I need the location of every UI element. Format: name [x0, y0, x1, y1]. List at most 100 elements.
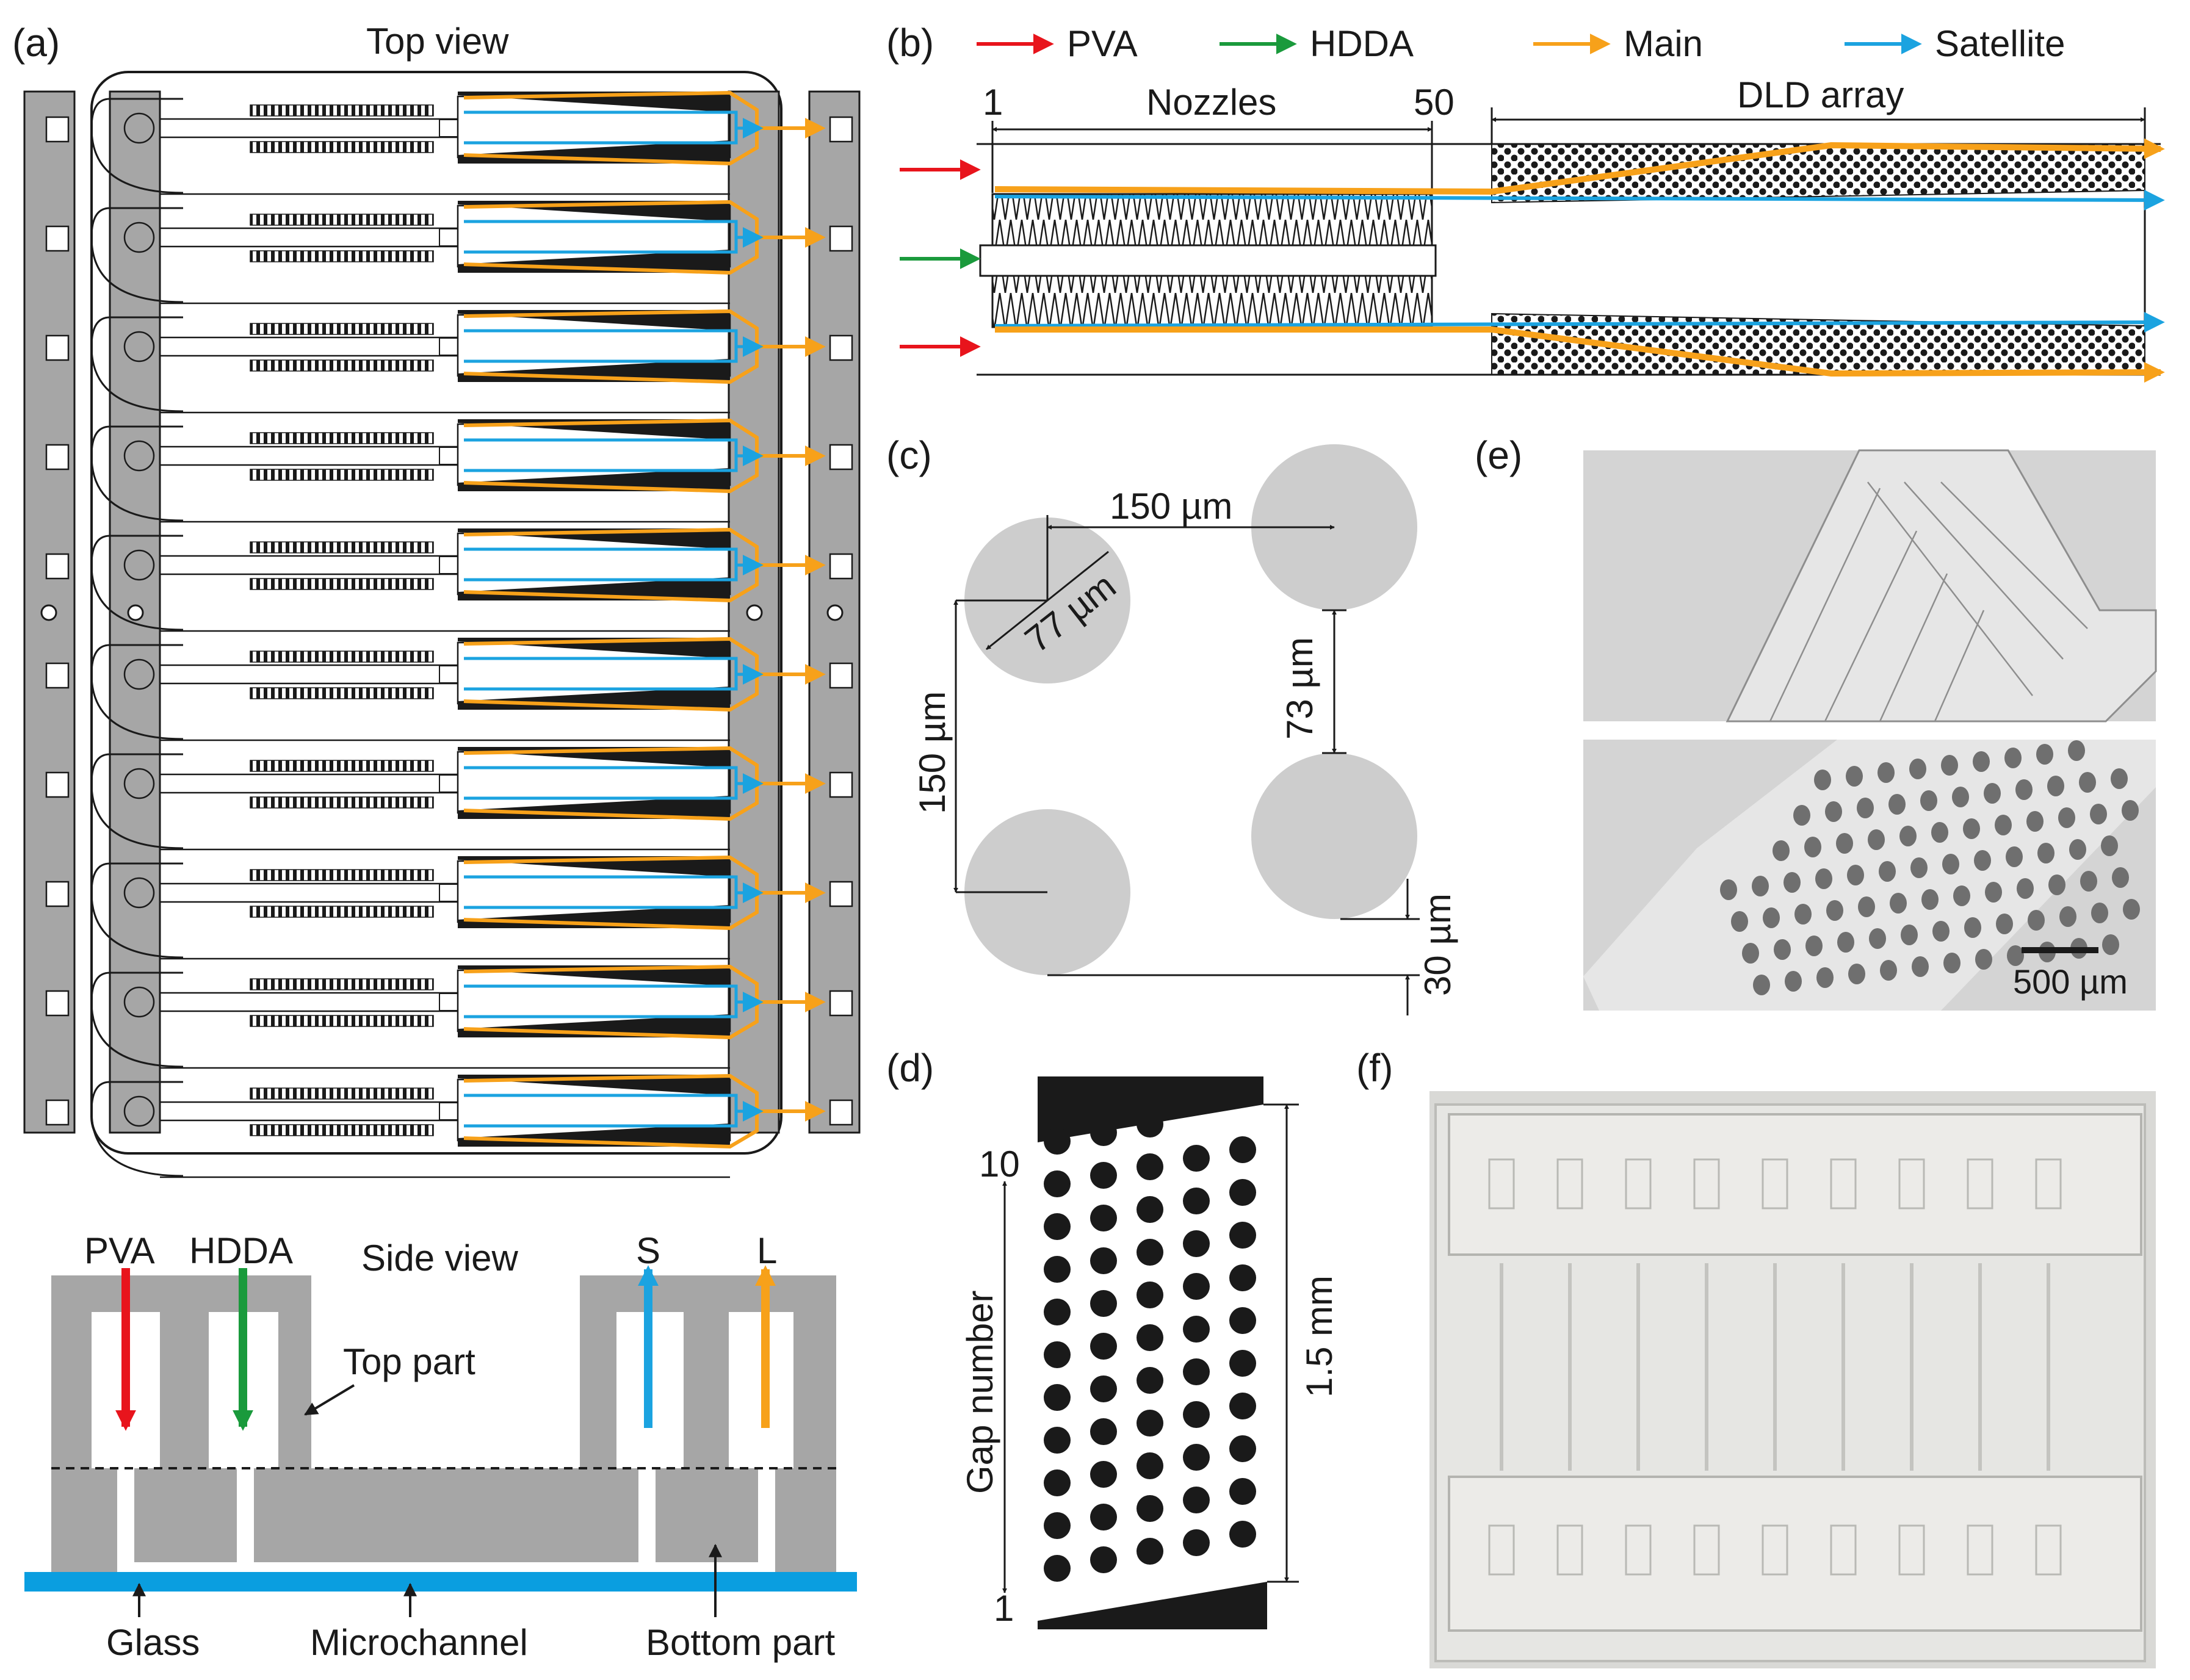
chamber-outline — [90, 753, 184, 849]
micro-pillar — [1963, 818, 1980, 839]
pillar — [1137, 1282, 1163, 1308]
micro-pillar — [1931, 822, 1948, 843]
device-unit — [45, 746, 853, 851]
pillar — [1137, 1538, 1163, 1565]
pillar — [1229, 1222, 1256, 1249]
pillar — [1090, 1205, 1117, 1231]
nozzle-comb — [250, 432, 434, 444]
pillar — [1183, 1316, 1210, 1343]
nozzle-comb — [250, 869, 434, 881]
outlet-port — [829, 116, 853, 143]
nozzle-end-label: 50 — [1414, 82, 1455, 123]
inlet-port — [45, 771, 70, 798]
inlet-port — [45, 662, 70, 689]
pillar — [1090, 1333, 1117, 1360]
nozzle-comb — [250, 578, 434, 590]
pillar — [1137, 1153, 1163, 1180]
photo-port — [1625, 1158, 1652, 1210]
pillar — [1137, 1367, 1163, 1394]
pillar — [1183, 1273, 1210, 1300]
micro-pillar — [1890, 893, 1907, 914]
nozzle-comb — [250, 541, 434, 553]
panel-a-top-view: Top view — [23, 21, 861, 1178]
pillar — [1044, 1128, 1071, 1155]
pillar — [1229, 1435, 1256, 1462]
inlet-hole — [123, 1095, 155, 1127]
micro-pillar — [2101, 835, 2118, 856]
gap-number-axis-label: Gap number — [959, 1290, 1000, 1494]
main-lower-stream — [995, 326, 2165, 383]
outlet-port — [829, 225, 853, 252]
photo-port — [1762, 1524, 1788, 1576]
micro-pillar — [1877, 762, 1895, 783]
pillar — [1090, 1162, 1117, 1189]
micro-pillar — [2036, 744, 2053, 765]
inlet-port — [45, 1099, 70, 1126]
nozzle-comb — [250, 687, 434, 699]
micro-pillar — [2006, 846, 2023, 867]
micro-pillar — [2058, 807, 2075, 828]
bottom-part-label: Bottom part — [646, 1622, 835, 1663]
nozzle-comb — [250, 214, 434, 226]
micro-pillar — [1825, 801, 1842, 822]
pitch-vertical-label: 150 µm — [912, 691, 953, 814]
nozzle-comb — [250, 1124, 434, 1136]
lower-nozzle-array — [991, 275, 1433, 328]
upper-dld-array — [1491, 143, 2145, 204]
inlet-port — [45, 553, 70, 580]
inlet-port — [45, 116, 70, 143]
pillar — [1183, 1401, 1210, 1428]
inlet-hole — [123, 986, 155, 1018]
pillar — [1044, 1299, 1071, 1325]
nozzle-comb — [250, 978, 434, 990]
micro-pillar — [2015, 779, 2033, 800]
scale-bar — [2022, 947, 2098, 953]
alignment-hole — [127, 604, 144, 621]
side-view-label: Side view — [361, 1238, 518, 1278]
nozzle-comb — [250, 323, 434, 335]
pillar — [1183, 1487, 1210, 1513]
micro-pillar — [1794, 904, 1812, 925]
pillar — [1137, 1410, 1163, 1437]
micro-pillar — [1774, 939, 1791, 960]
panel-label-b: (b) — [886, 21, 934, 65]
pillar — [1229, 1521, 1256, 1548]
photo-port — [1556, 1524, 1583, 1576]
satellite-stream — [464, 220, 738, 254]
micro-pillar — [1974, 850, 1991, 871]
photo-port — [1488, 1158, 1515, 1210]
pillar — [1044, 1341, 1071, 1368]
glass-label: Glass — [106, 1622, 200, 1663]
panel-d: 10 1 Gap number 1.5 mm — [959, 1076, 1340, 1629]
micro-pillar — [1879, 861, 1896, 882]
photo-port — [2035, 1524, 2062, 1576]
micro-pillar — [1964, 917, 1981, 938]
micro-pillar — [1920, 790, 1937, 811]
satellite-stream — [464, 657, 738, 691]
main-upper-stream — [994, 138, 2165, 195]
pillar — [1090, 1504, 1117, 1530]
device-unit — [45, 1073, 853, 1178]
inlet-hole — [123, 222, 155, 253]
satellite-stream — [464, 766, 738, 800]
micro-pillar — [1973, 751, 1990, 772]
micro-pillar — [1995, 815, 2012, 835]
pillar — [1044, 1469, 1071, 1496]
satellite-upper-stream — [994, 189, 2165, 211]
micro-pillar — [1901, 925, 1918, 945]
micro-pillar — [1785, 971, 1802, 992]
nozzle-comb — [250, 1087, 434, 1100]
chamber-outline — [90, 535, 184, 631]
inlet-port — [45, 334, 70, 361]
micro-pillar — [2004, 748, 2022, 768]
micro-pillar — [1837, 932, 1854, 953]
chamber-outline — [90, 207, 184, 303]
pillar — [1229, 1350, 1256, 1377]
micro-pillar — [1846, 766, 1863, 787]
pillar — [1044, 1170, 1071, 1197]
photo-port — [1693, 1524, 1720, 1576]
nozzle-comb — [250, 1015, 434, 1027]
panel-e: 500 µm — [1583, 449, 2157, 1011]
